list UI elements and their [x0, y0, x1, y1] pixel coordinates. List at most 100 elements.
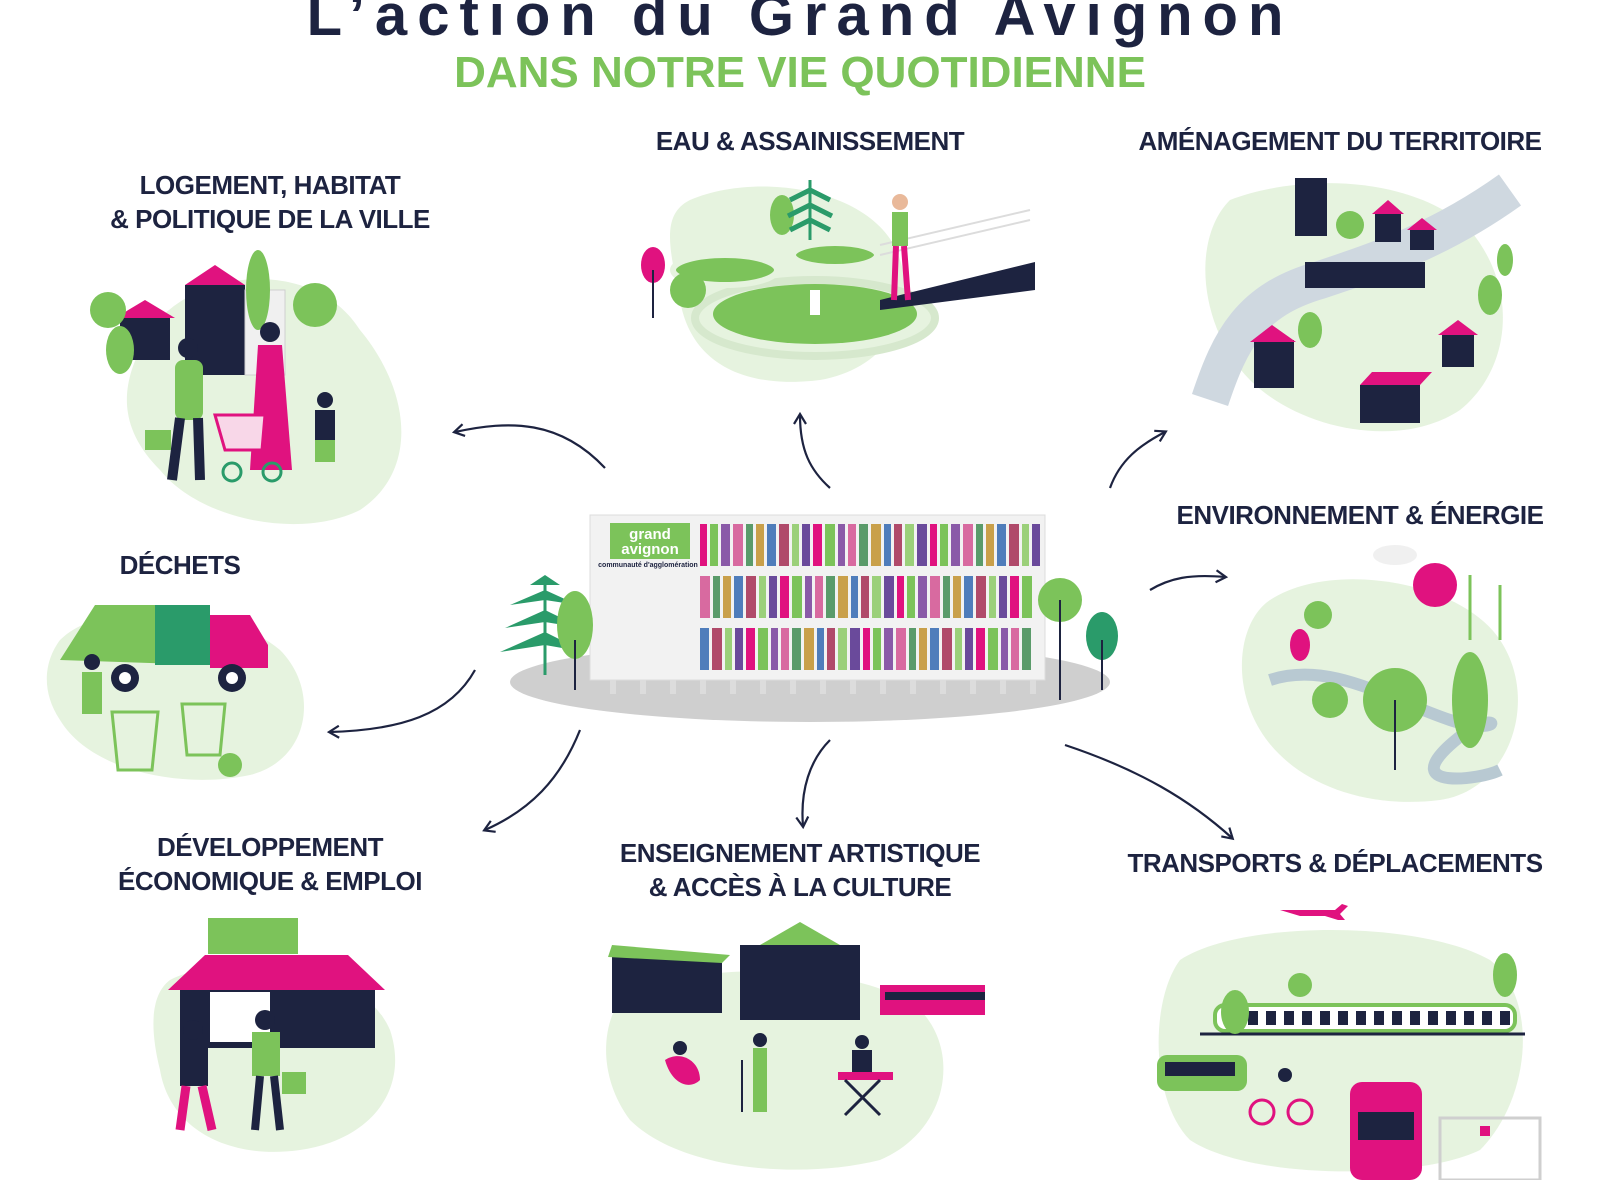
label-enseignement: ENSEIGNEMENT ARTISTIQUE & ACCÈS À LA CUL… [580, 836, 1020, 904]
label-environnement-line1: ENVIRONNEMENT & ÉNERGIE [1176, 500, 1545, 530]
facade-stripe [1032, 524, 1040, 566]
building-pillar [640, 680, 646, 694]
building-pillar [880, 680, 886, 694]
facade-stripe [963, 524, 973, 566]
label-enseignement-line1: ENSEIGNEMENT ARTISTIQUE [619, 838, 981, 868]
facade-stripe [1022, 524, 1029, 566]
facade-stripe [1011, 628, 1019, 670]
facade-stripe [943, 576, 950, 618]
facade-stripe [905, 524, 914, 566]
building-pillar [850, 680, 856, 694]
facade-stripe [872, 576, 881, 618]
tree-left [557, 591, 593, 659]
facade-stripe [942, 628, 952, 670]
logo-tagline: communauté d'agglomération [598, 562, 698, 569]
facade-stripe [1022, 576, 1032, 618]
label-developpement-line2: ÉCONOMIQUE & EMPLOI [118, 866, 422, 896]
facade-stripe [884, 628, 893, 670]
illustration-environnement [1268, 545, 1503, 785]
central-trees [500, 575, 1118, 700]
building-pillar [970, 680, 976, 694]
label-eau: EAU & ASSAINISSEMENT [590, 124, 1030, 158]
facade-stripe [986, 524, 994, 566]
facade-stripe [804, 628, 814, 670]
label-transports-line1: TRANSPORTS & DÉPLACEMENTS [1127, 848, 1543, 878]
person-father [178, 338, 198, 358]
person-dev-1 [183, 1020, 203, 1040]
label-logement: LOGEMENT, HABITAT & POLITIQUE DE LA VILL… [40, 168, 500, 236]
label-developpement-line1: DÉVELOPPEMENT [156, 832, 384, 862]
facade-stripe [802, 524, 810, 566]
facade-stripe [725, 628, 732, 670]
facade-stripe [997, 524, 1006, 566]
facade-stripe [827, 628, 835, 670]
cyclist [1278, 1068, 1292, 1082]
bus-stop [1438, 1116, 1542, 1180]
logo-box [610, 523, 690, 559]
tram-window [1266, 1011, 1276, 1025]
facade-stripe [712, 628, 722, 670]
facade-stripe [909, 628, 916, 670]
tram-window [1446, 1011, 1456, 1025]
facade-stripe [792, 628, 801, 670]
facade-stripes [700, 524, 1040, 670]
facade-stripe [989, 576, 996, 618]
sun [1413, 563, 1457, 607]
facade-stripe [758, 628, 768, 670]
bike-wheel-1 [1248, 1098, 1276, 1126]
facade-stripe [825, 524, 835, 566]
facade-stripe [781, 628, 789, 670]
building-school [612, 955, 722, 1013]
singer [753, 1033, 767, 1047]
theatre-roof [760, 922, 840, 945]
facade-stripe [813, 524, 822, 566]
building-pillar [790, 680, 796, 694]
facade-stripe [733, 524, 743, 566]
facade-stripe [767, 524, 776, 566]
facade-stripe [780, 576, 789, 618]
facade-stripe [769, 576, 777, 618]
tram-window [1284, 1011, 1294, 1025]
facade-stripe [907, 576, 915, 618]
facade-stripe [746, 524, 753, 566]
building-pillar [820, 680, 826, 694]
facade-stripe [930, 576, 940, 618]
label-enseignement-line2: & ACCÈS À LA CULTURE [648, 872, 952, 902]
facade-stripe [721, 524, 730, 566]
building-pillar [940, 680, 946, 694]
illustration-eau [641, 180, 1035, 360]
truck-cab [210, 615, 268, 668]
building-pillar [610, 680, 616, 694]
facade-stripe [805, 576, 812, 618]
illustration-enseignement [608, 922, 985, 1117]
facade-stripe [976, 628, 985, 670]
building-pillar [910, 680, 916, 694]
person-child [317, 392, 333, 408]
tram-window [1464, 1011, 1474, 1025]
stroller [213, 413, 267, 452]
facade-stripe [713, 576, 720, 618]
facade-stripe [859, 524, 868, 566]
facade-stripe [918, 576, 927, 618]
stream [1268, 668, 1503, 785]
tram-window [1320, 1011, 1330, 1025]
facade-stripe [792, 524, 799, 566]
label-developpement: DÉVELOPPEMENT ÉCONOMIQUE & EMPLOI [60, 830, 480, 898]
facade-stripe [917, 524, 927, 566]
facade-stripe [955, 628, 962, 670]
arrow-to-developpement [482, 729, 582, 833]
facade-stripe [700, 524, 707, 566]
logo-line2: avignon [621, 541, 679, 558]
person-dev-2 [255, 1010, 275, 1030]
building-pillar [700, 680, 706, 694]
facade-stripe [700, 628, 709, 670]
building-pillar [760, 680, 766, 694]
facade-stripe [850, 628, 860, 670]
building-pillar [730, 680, 736, 694]
facade-stripe [951, 524, 960, 566]
arrow-to-transports [1064, 743, 1235, 841]
facade-stripe [851, 576, 858, 618]
tram-window [1356, 1011, 1366, 1025]
facade-stripe [988, 628, 998, 670]
facade-stripe [919, 628, 927, 670]
